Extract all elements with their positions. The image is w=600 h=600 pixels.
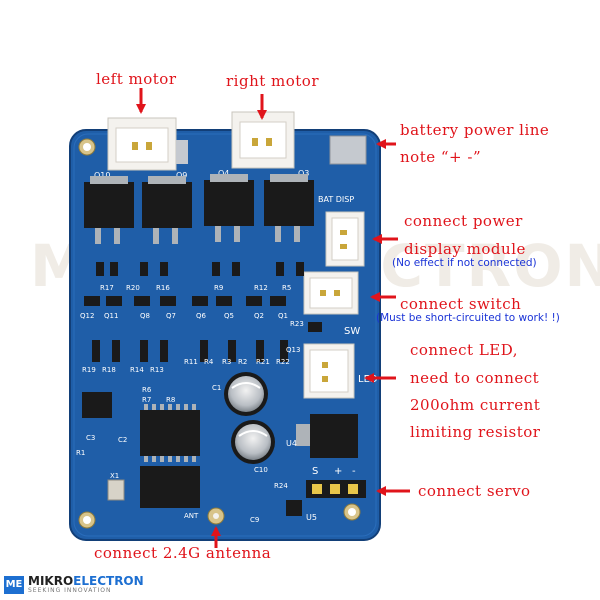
label-bat-disp: BAT DISP xyxy=(318,195,354,204)
label-x1: X1 xyxy=(110,472,119,480)
brand-name-a: MIKRO xyxy=(28,574,74,588)
label-r12: R12 xyxy=(254,284,268,292)
label-switch: connect switch xyxy=(400,295,522,313)
label-r3: R3 xyxy=(222,358,231,366)
battery-pads xyxy=(329,135,367,165)
label-r14: R14 xyxy=(130,366,144,374)
label-r8: R8 xyxy=(166,396,175,404)
label-c1: C1 xyxy=(212,384,221,392)
label-q11: Q11 xyxy=(104,312,118,320)
label-c9: C9 xyxy=(250,516,259,524)
label-r19: R19 xyxy=(82,366,96,374)
brand-name-b: ELECTRON xyxy=(73,574,144,588)
label-r5: R5 xyxy=(282,284,291,292)
label-q12: Q12 xyxy=(80,312,94,320)
label-r21: R21 xyxy=(256,358,270,366)
ic-driver xyxy=(140,410,200,456)
label-q4: Q4 xyxy=(218,169,229,178)
label-r24: R24 xyxy=(274,482,288,490)
label-power-line2: display module xyxy=(404,240,526,258)
label-battery-line1: battery power line xyxy=(400,121,550,139)
regulator-u4 xyxy=(310,414,358,458)
mosfet-q3 xyxy=(264,174,314,242)
label-led-line2: need to connect xyxy=(410,369,540,387)
mosfet-q10 xyxy=(84,176,134,244)
label-q6: Q6 xyxy=(196,312,207,320)
mosfet-q9 xyxy=(142,176,192,244)
label-u5: U5 xyxy=(306,513,317,522)
label-r18: R18 xyxy=(102,366,116,374)
label-q9: Q9 xyxy=(176,171,187,180)
label-r23: R23 xyxy=(290,320,304,328)
label-left-motor: left motor xyxy=(96,70,177,88)
label-q13: Q13 xyxy=(286,346,300,354)
label-battery-line2: note “+ -” xyxy=(400,148,482,166)
label-led-line3: 200ohm current xyxy=(410,396,541,414)
label-q1: Q1 xyxy=(278,312,288,320)
label-q10: Q10 xyxy=(94,171,110,180)
label-led-line4: limiting resistor xyxy=(410,423,541,441)
label-q7: Q7 xyxy=(166,312,176,320)
note-power: (No effect if not connected) xyxy=(392,257,537,269)
ic-small xyxy=(82,392,112,418)
brand-tagline: SEEKING INNOVATION xyxy=(28,587,112,594)
label-sw: SW xyxy=(344,326,360,337)
brand-logo: ME MIKROELECTRON SEEKING INNOVATION xyxy=(4,574,174,598)
label-q5: Q5 xyxy=(224,312,234,320)
label-c2: C2 xyxy=(118,436,127,444)
label-c3: C3 xyxy=(86,434,95,442)
crystal-x1 xyxy=(107,479,125,501)
label-q8: Q8 xyxy=(140,312,150,320)
label-r17: R17 xyxy=(100,284,114,292)
label-minus: - xyxy=(352,466,356,477)
label-servo: connect servo xyxy=(418,482,531,500)
brand-badge: ME xyxy=(4,576,24,594)
label-r1: R1 xyxy=(76,449,85,457)
label-r16: R16 xyxy=(156,284,170,292)
label-power-line1: connect power xyxy=(404,212,523,230)
note-switch: (Must be short-circuited to work! !) xyxy=(376,312,560,324)
label-led-line1: connect LED, xyxy=(410,341,518,359)
label-r6: R6 xyxy=(142,386,152,394)
label-plus: + xyxy=(334,466,342,477)
ic-rf xyxy=(140,466,200,508)
label-r22: R22 xyxy=(276,358,290,366)
label-c10: C10 xyxy=(254,466,268,474)
label-u4: U4 xyxy=(286,439,297,448)
label-r4: R4 xyxy=(204,358,214,366)
label-r2: R2 xyxy=(238,358,247,366)
label-antenna: connect 2.4G antenna xyxy=(94,544,272,562)
label-r13: R13 xyxy=(150,366,164,374)
label-q2: Q2 xyxy=(254,312,264,320)
label-r20: R20 xyxy=(126,284,140,292)
servo-header xyxy=(306,480,366,498)
label-r9: R9 xyxy=(214,284,223,292)
label-ant: ANT xyxy=(184,512,199,520)
label-q3: Q3 xyxy=(298,169,309,178)
mosfet-q4 xyxy=(204,174,254,242)
label-r11: R11 xyxy=(184,358,198,366)
brand-name: MIKROELECTRON xyxy=(28,574,144,588)
label-r7: R7 xyxy=(142,396,151,404)
label-right-motor: right motor xyxy=(226,72,320,90)
label-s: S xyxy=(312,466,318,477)
